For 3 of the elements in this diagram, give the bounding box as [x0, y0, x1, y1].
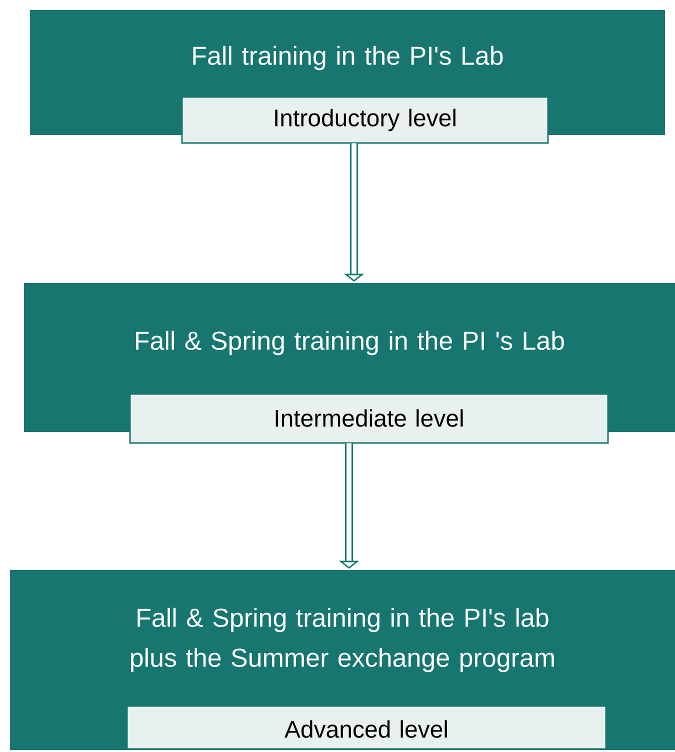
level-box: Introductory level — [181, 96, 549, 144]
level-box: Advanced level — [126, 705, 607, 750]
level-box: Intermediate level — [129, 393, 609, 444]
